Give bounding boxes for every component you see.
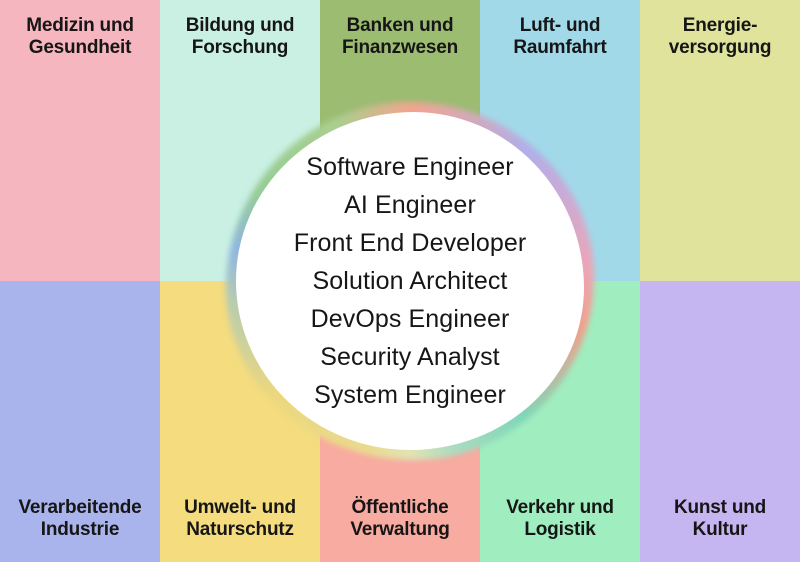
role-ai-engineer: AI Engineer — [344, 191, 476, 219]
sector-label-energieversorgung: Energie- versorgung — [668, 15, 772, 58]
sector-label-verkehr-und-logistik: Verkehr und Logistik — [506, 497, 614, 540]
sector-cell-medizin-und-gesundheit: Medizin und Gesundheit — [0, 0, 160, 281]
role-devops-engineer: DevOps Engineer — [310, 305, 510, 333]
sector-label-bildung-und-forschung: Bildung und Forschung — [185, 15, 295, 58]
sector-label-luft-und-raumfahrt: Luft- und Raumfahrt — [513, 15, 607, 58]
sector-label-banken-und-finanzwesen: Banken und Finanzwesen — [341, 15, 459, 58]
role-security-analyst: Security Analyst — [320, 343, 500, 371]
sector-label-verarbeitende-industrie: Verarbeitende Industrie — [18, 497, 142, 540]
role-software-engineer: Software Engineer — [306, 153, 514, 181]
role-solution-architect: Solution Architect — [312, 267, 508, 295]
role-system-engineer: System Engineer — [314, 381, 506, 409]
blob-white-fill: Software Engineer AI Engineer Front End … — [236, 112, 584, 450]
sector-cell-kunst-und-kultur: Kunst und Kultur — [640, 281, 800, 562]
sector-cell-verarbeitende-industrie: Verarbeitende Industrie — [0, 281, 160, 562]
sector-label-medizin-und-gesundheit: Medizin und Gesundheit — [26, 15, 134, 58]
roles-blob: Software Engineer AI Engineer Front End … — [226, 102, 594, 460]
role-front-end-developer: Front End Developer — [293, 229, 527, 257]
sector-label-kunst-und-kultur: Kunst und Kultur — [673, 497, 767, 540]
sector-label-umwelt-und-naturschutz: Umwelt- und Naturschutz — [184, 497, 296, 540]
sector-cell-energieversorgung: Energie- versorgung — [640, 0, 800, 281]
sector-label-oeffentliche-verwaltung: Öffentliche Verwaltung — [350, 497, 450, 540]
